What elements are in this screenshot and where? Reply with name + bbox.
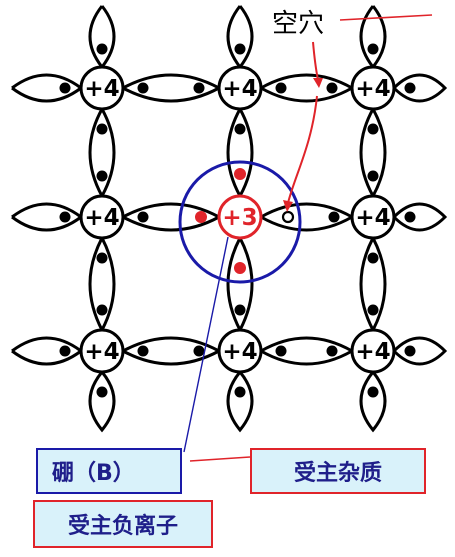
electron-dot xyxy=(326,82,338,94)
electron-dot xyxy=(328,211,340,223)
bond-lens xyxy=(88,5,116,70)
bond-lens xyxy=(88,371,116,433)
electron-dot xyxy=(137,82,149,94)
boron-electron-dot xyxy=(234,262,246,274)
electron-dot xyxy=(404,82,416,94)
electron-dot xyxy=(275,82,287,94)
hole-marker xyxy=(281,210,295,224)
silicon-atom xyxy=(79,194,125,240)
silicon-atom xyxy=(217,65,263,111)
electron-dot xyxy=(234,386,246,398)
silicon-atom xyxy=(350,194,396,240)
bond-lens xyxy=(392,202,448,232)
silicon-charge-label: +4 xyxy=(84,339,119,365)
boron-leader-line xyxy=(183,236,229,453)
electron-dot xyxy=(96,123,108,135)
electron-dot xyxy=(96,304,108,316)
hole-arrow-top xyxy=(312,41,319,81)
electron-dot xyxy=(404,211,416,223)
bond-lens xyxy=(359,371,387,433)
silicon-charge-label: +4 xyxy=(355,205,390,231)
bond-lens xyxy=(359,108,387,200)
bond-lens xyxy=(359,5,387,70)
annotations: 空穴 xyxy=(178,9,433,462)
hole-label-leader xyxy=(339,14,433,21)
hole-arrow-curve xyxy=(287,95,318,204)
silicon-charge-label: +4 xyxy=(84,205,119,231)
boron-label-box: 硼（B） xyxy=(36,448,182,494)
electron-dot xyxy=(275,345,287,357)
bond-lens xyxy=(88,237,116,334)
bond-lens xyxy=(359,237,387,334)
silicon-atom xyxy=(79,328,125,374)
silicon-charge-label: +4 xyxy=(355,76,390,102)
silicon-atom xyxy=(217,328,263,374)
electron-dot xyxy=(96,252,108,264)
bond-lens xyxy=(226,108,254,200)
electron-dot xyxy=(59,345,71,357)
silicon-atom xyxy=(350,65,396,111)
electron-dot xyxy=(367,170,379,182)
bond-lens xyxy=(11,73,84,103)
electron-dot xyxy=(367,123,379,135)
bond-lens xyxy=(260,73,356,103)
hole-arrow-top-head xyxy=(313,78,323,88)
electron-dot xyxy=(193,345,205,357)
boron-electron-dot xyxy=(234,168,246,180)
boron-label: 硼（B） xyxy=(52,461,135,486)
hole-arrow-curve-head xyxy=(283,200,293,212)
atoms: +4 +4 +4 +4 +3 +4 +4 +4 +4 xyxy=(79,65,396,374)
acceptor-impurity-label: 受主杂质 xyxy=(293,461,382,486)
boron-electron-dot xyxy=(195,211,207,223)
bond-lens xyxy=(122,73,223,103)
electron-dot xyxy=(234,304,246,316)
electron-dot xyxy=(234,123,246,135)
bond-lens xyxy=(392,73,448,103)
electron-dot xyxy=(367,304,379,316)
electrons xyxy=(59,43,416,398)
bond-lens xyxy=(260,336,356,366)
bond-lens xyxy=(11,202,84,232)
silicon-atom xyxy=(350,328,396,374)
electron-dot xyxy=(404,345,416,357)
acceptor-impurity-box: 受主杂质 xyxy=(250,448,426,494)
silicon-charge-label: +4 xyxy=(84,76,119,102)
electron-dot xyxy=(96,386,108,398)
electron-dot xyxy=(96,43,108,55)
electron-dot xyxy=(96,170,108,182)
bond-lens xyxy=(226,5,254,70)
acceptor-ion-box: 受主负离子 xyxy=(33,500,213,548)
electron-dot xyxy=(137,211,149,223)
electron-dot xyxy=(326,345,338,357)
bond-lens xyxy=(88,108,116,200)
electron-dot xyxy=(59,82,71,94)
bond-lens xyxy=(11,336,84,366)
boron-region-circle xyxy=(178,160,302,284)
silicon-atom xyxy=(79,65,125,111)
bond-lens xyxy=(392,336,448,366)
bond-lens xyxy=(226,237,254,334)
electron-dot xyxy=(367,43,379,55)
silicon-charge-label: +4 xyxy=(222,339,257,365)
hole-label: 空穴 xyxy=(272,9,324,39)
silicon-charge-label: +4 xyxy=(222,76,257,102)
electron-dot xyxy=(367,252,379,264)
acceptor-leader-line xyxy=(189,456,251,462)
bond-lens xyxy=(226,371,254,433)
boron-charge-label: +3 xyxy=(222,205,257,231)
boron-atom xyxy=(217,194,263,240)
electron-dot xyxy=(193,82,205,94)
electron-dot xyxy=(234,43,246,55)
electron-dot xyxy=(59,211,71,223)
acceptor-ion-label: 受主负离子 xyxy=(67,514,178,539)
electron-dot xyxy=(137,345,149,357)
electron-dot xyxy=(367,386,379,398)
silicon-charge-label: +4 xyxy=(355,339,390,365)
